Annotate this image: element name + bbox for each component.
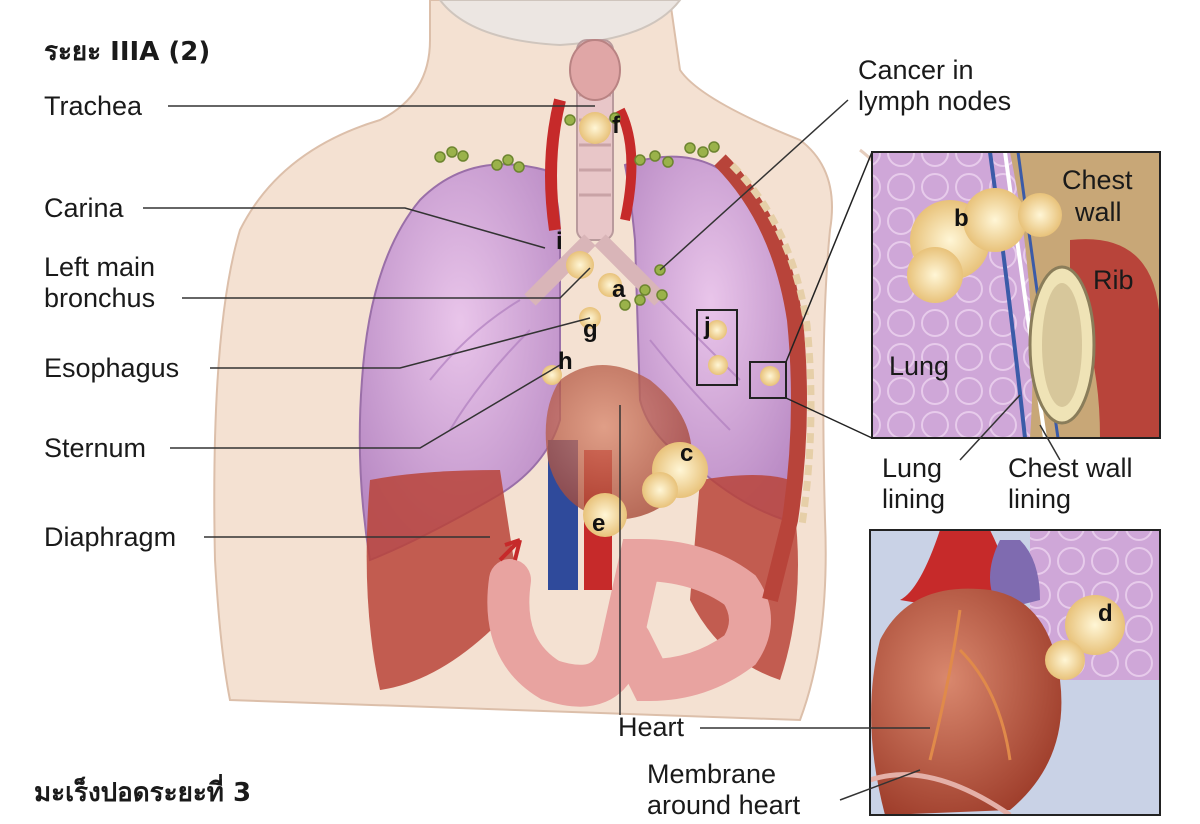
label-left-main-bronchus-2: bronchus <box>44 283 156 313</box>
stage-title: ระยะ IIIA (2) <box>44 37 211 67</box>
marker-j: j <box>704 313 711 340</box>
label-left-main-bronchus-1: Left main <box>44 252 156 282</box>
label-sternum: Sternum <box>44 433 147 463</box>
box-j <box>696 309 738 386</box>
label-lung-lining-1: Lung <box>882 453 943 483</box>
label-chest-wall-1: Chest <box>1062 165 1133 195</box>
stomach <box>487 538 771 707</box>
leader-lines <box>143 99 1061 801</box>
inset-chest-wall <box>871 151 1161 439</box>
label-chest-wall-lining-1: Chest wall <box>1008 453 1133 483</box>
label-membrane-1: Membrane <box>647 759 777 789</box>
label-cancer-lymph-2: lymph nodes <box>858 86 1012 116</box>
marker-b: b <box>954 205 969 232</box>
label-rib: Rib <box>1093 265 1134 295</box>
ribs <box>714 154 815 602</box>
inset-heart <box>869 529 1161 816</box>
lymph-nodes <box>434 112 720 311</box>
label-carina: Carina <box>44 193 124 223</box>
marker-f: f <box>612 112 620 139</box>
label-chest-wall-lining-2: lining <box>1008 484 1072 514</box>
marker-a: a <box>612 276 626 303</box>
label-trachea: Trachea <box>44 91 143 121</box>
label-heart: Heart <box>618 712 685 742</box>
marker-i: i <box>556 228 563 255</box>
label-lung-lining-2: lining <box>882 484 946 514</box>
marker-d: d <box>1098 600 1113 627</box>
label-diaphragm: Diaphragm <box>44 522 177 552</box>
label-membrane-2: around heart <box>647 790 801 820</box>
caption-title: มะเร็งปอดระยะที่ 3 <box>34 778 252 808</box>
label-cancer-lymph-1: Cancer in <box>858 55 974 85</box>
label-lung: Lung <box>889 351 950 381</box>
label-chest-wall-2: wall <box>1075 197 1122 227</box>
marker-g: g <box>583 316 598 343</box>
box-chest-wall-source <box>749 361 787 399</box>
label-esophagus: Esophagus <box>44 353 180 383</box>
marker-h: h <box>558 348 573 375</box>
marker-e: e <box>592 510 606 537</box>
marker-c: c <box>680 440 694 467</box>
